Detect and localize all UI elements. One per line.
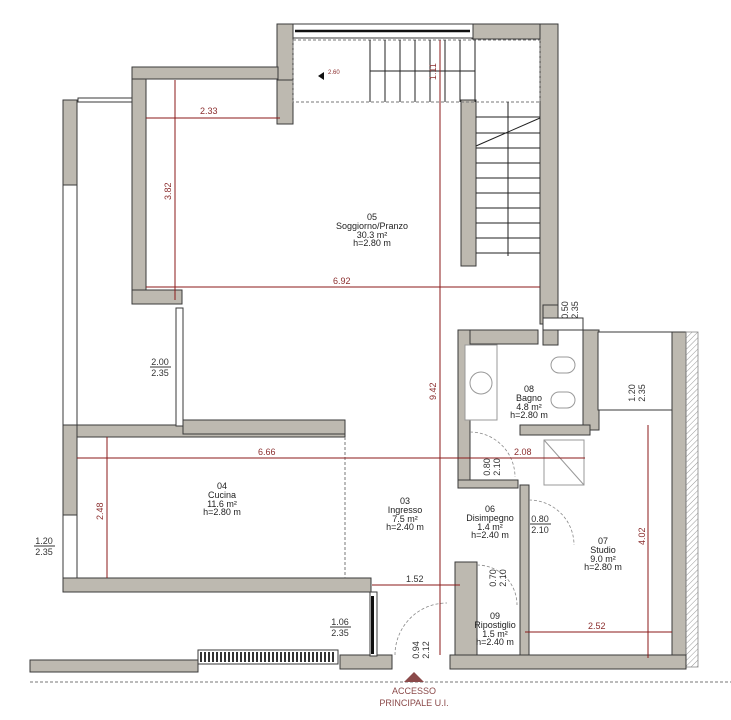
bathroom-fixtures: [464, 344, 585, 486]
opening-h: 2.35: [637, 384, 647, 402]
svg-text:h=2.40 m: h=2.40 m: [476, 637, 514, 647]
svg-text:h=2.80 m: h=2.80 m: [584, 562, 622, 572]
opening-h: 2.10: [531, 525, 549, 535]
opening-h: 2.35: [331, 628, 349, 638]
dimension-labels: 2.33 3.82 6.92 9.42 1.11 6.66 2.48 2.08 …: [95, 63, 647, 631]
room-label-studio: 07 Studio 9.0 m² h=2.80 m: [584, 536, 622, 572]
svg-text:09: 09: [490, 611, 500, 621]
walls: [29, 23, 699, 673]
entrance-label-line2: PRINCIPALE U.I.: [379, 698, 448, 708]
svg-text:Cucina: Cucina: [208, 490, 236, 500]
opening-labels: 2.00 2.35 1.20 2.35 1.06 2.35 0.50 2.35 …: [34, 301, 647, 659]
opening-h: 2.10: [492, 458, 502, 476]
room-label-soggiorno: 05 Soggiorno/Pranzo 30.3 m² h=2.80 m: [336, 212, 408, 248]
staircase: 2.60: [292, 39, 541, 256]
svg-text:h=2.80 m: h=2.80 m: [203, 507, 241, 517]
dim-studio-width: 2.52: [588, 621, 606, 631]
room-label-bagno: 08 Bagno 4.8 m² h=2.80 m: [510, 384, 548, 420]
svg-text:11.6 m²: 11.6 m²: [207, 499, 237, 509]
arrow-left-icon: [318, 72, 324, 80]
svg-text:h=2.40 m: h=2.40 m: [386, 522, 424, 532]
dim-soggiorno-left: 3.82: [163, 182, 173, 200]
svg-text:Disimpegno: Disimpegno: [466, 513, 514, 523]
svg-text:7.5 m²: 7.5 m²: [392, 514, 418, 524]
opening-w: 0.50: [560, 301, 570, 319]
opening-h: 2.35: [570, 301, 580, 319]
opening-w: 0.80: [482, 458, 492, 476]
svg-text:06: 06: [485, 504, 495, 514]
svg-text:03: 03: [400, 496, 410, 506]
svg-text:Soggiorno/Pranzo: Soggiorno/Pranzo: [336, 221, 408, 231]
opening-w: 1.20: [35, 536, 53, 546]
svg-text:Ingresso: Ingresso: [388, 505, 423, 515]
left-balcony: [62, 97, 133, 430]
opening-h: 2.35: [151, 368, 169, 378]
dim-soggiorno-width: 6.92: [333, 276, 351, 286]
opening-h: 2.12: [421, 641, 431, 659]
svg-text:1.4 m²: 1.4 m²: [477, 522, 503, 532]
opening-h: 2.35: [35, 547, 53, 557]
svg-text:1.5 m²: 1.5 m²: [482, 629, 508, 639]
room-label-cucina: 04 Cucina 11.6 m² h=2.80 m: [203, 481, 241, 517]
windows: [62, 307, 673, 657]
svg-text:07: 07: [598, 536, 608, 546]
opening-w: 0.70: [488, 569, 498, 587]
dim-studio-height: 4.02: [637, 527, 647, 545]
room-label-ingresso: 03 Ingresso 7.5 m² h=2.40 m: [386, 496, 424, 532]
main-entrance: ACCESSO PRINCIPALE U.I.: [379, 672, 449, 708]
room-label-ripostiglio: 09 Ripostiglio 1.5 m² h=2.40 m: [474, 611, 516, 647]
svg-text:30.3 m²: 30.3 m²: [357, 230, 388, 240]
svg-text:Studio: Studio: [590, 545, 616, 555]
opening-w: 1.20: [627, 384, 637, 402]
svg-text:05: 05: [367, 212, 377, 222]
svg-text:h=2.80 m: h=2.80 m: [353, 238, 391, 248]
dim-total-height: 9.42: [428, 382, 438, 400]
svg-text:4.8 m²: 4.8 m²: [516, 402, 542, 412]
opening-h: 2.10: [498, 569, 508, 587]
opening-w: 1.06: [331, 617, 349, 627]
svg-text:h=2.80 m: h=2.80 m: [510, 410, 548, 420]
entrance-triangle-icon: [404, 672, 424, 682]
dim-ingresso-width: 1.52: [406, 574, 424, 584]
dim-soggiorno-top: 2.33: [200, 106, 218, 116]
opening-w: 0.94: [411, 641, 421, 659]
dim-cucina-height: 2.48: [95, 502, 105, 520]
door-swings: [344, 431, 575, 656]
svg-text:h=2.40 m: h=2.40 m: [471, 530, 509, 540]
stair-level-label: 2.60: [328, 70, 340, 76]
svg-text:9.0 m²: 9.0 m²: [590, 554, 616, 564]
dim-cucina-width: 6.66: [258, 447, 276, 457]
room-label-disimpegno: 06 Disimpegno 1.4 m² h=2.40 m: [466, 504, 514, 540]
dim-bagno-width: 2.08: [514, 447, 532, 457]
svg-text:Bagno: Bagno: [516, 393, 542, 403]
dimension-lines: [77, 40, 672, 658]
opening-w: 2.00: [151, 357, 169, 367]
dim-stair-landing: 1.11: [428, 63, 438, 80]
entrance-label-line1: ACCESSO: [392, 686, 436, 696]
svg-text:08: 08: [524, 384, 534, 394]
svg-text:04: 04: [217, 481, 227, 491]
radiator: [30, 649, 731, 683]
opening-w: 0.80: [531, 514, 549, 524]
svg-text:Ripostiglio: Ripostiglio: [474, 620, 516, 630]
